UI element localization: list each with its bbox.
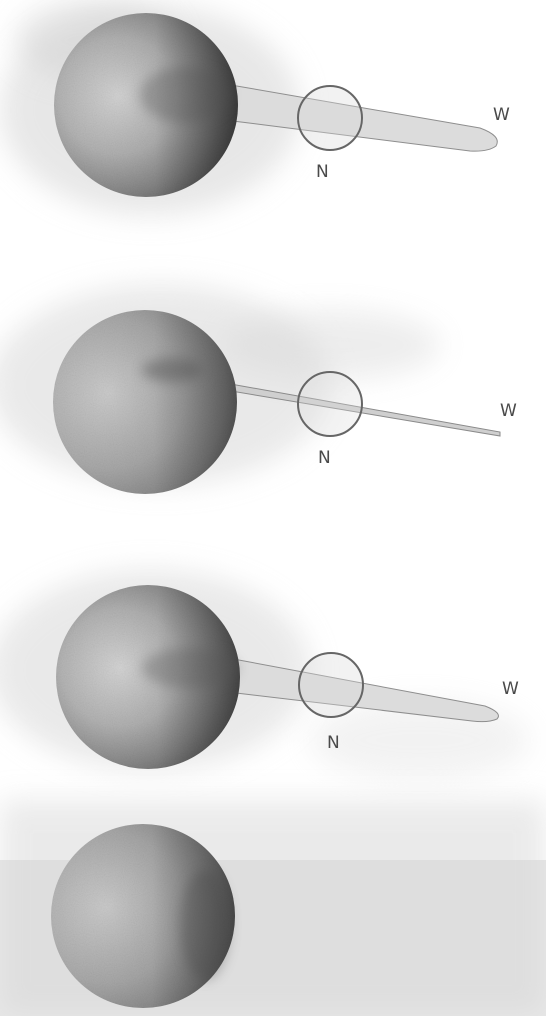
planet-dark-streak [140, 67, 230, 123]
panel-2: N W [0, 285, 517, 494]
west-label: W [493, 105, 510, 125]
orbit-circle [298, 372, 362, 436]
planet-dark-streak [142, 358, 202, 382]
orbit-circle [298, 86, 362, 150]
north-label: N [316, 162, 329, 182]
haze [220, 310, 440, 380]
orbit-circle [299, 653, 363, 717]
panel-4 [0, 800, 546, 1016]
west-label: W [500, 401, 517, 421]
panel-3: N W [0, 570, 530, 780]
panel-1: N W [0, 0, 510, 215]
north-label: N [327, 733, 340, 753]
planet-dark-streak [180, 870, 230, 980]
west-label: W [502, 679, 519, 699]
north-label: N [318, 448, 331, 468]
planet-dark-streak [142, 648, 238, 688]
